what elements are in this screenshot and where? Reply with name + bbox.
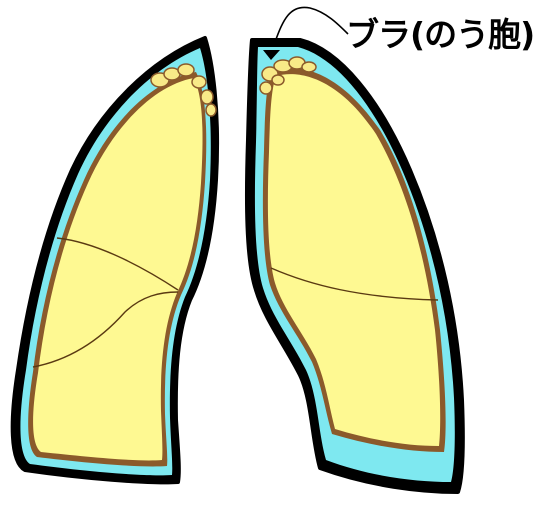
right-lung [13, 38, 217, 482]
callout-leader-line [275, 7, 348, 42]
left-lung [247, 40, 463, 492]
bulla-label: ブラ(のう胞) [346, 18, 534, 51]
left-lung-tissue [268, 74, 440, 446]
